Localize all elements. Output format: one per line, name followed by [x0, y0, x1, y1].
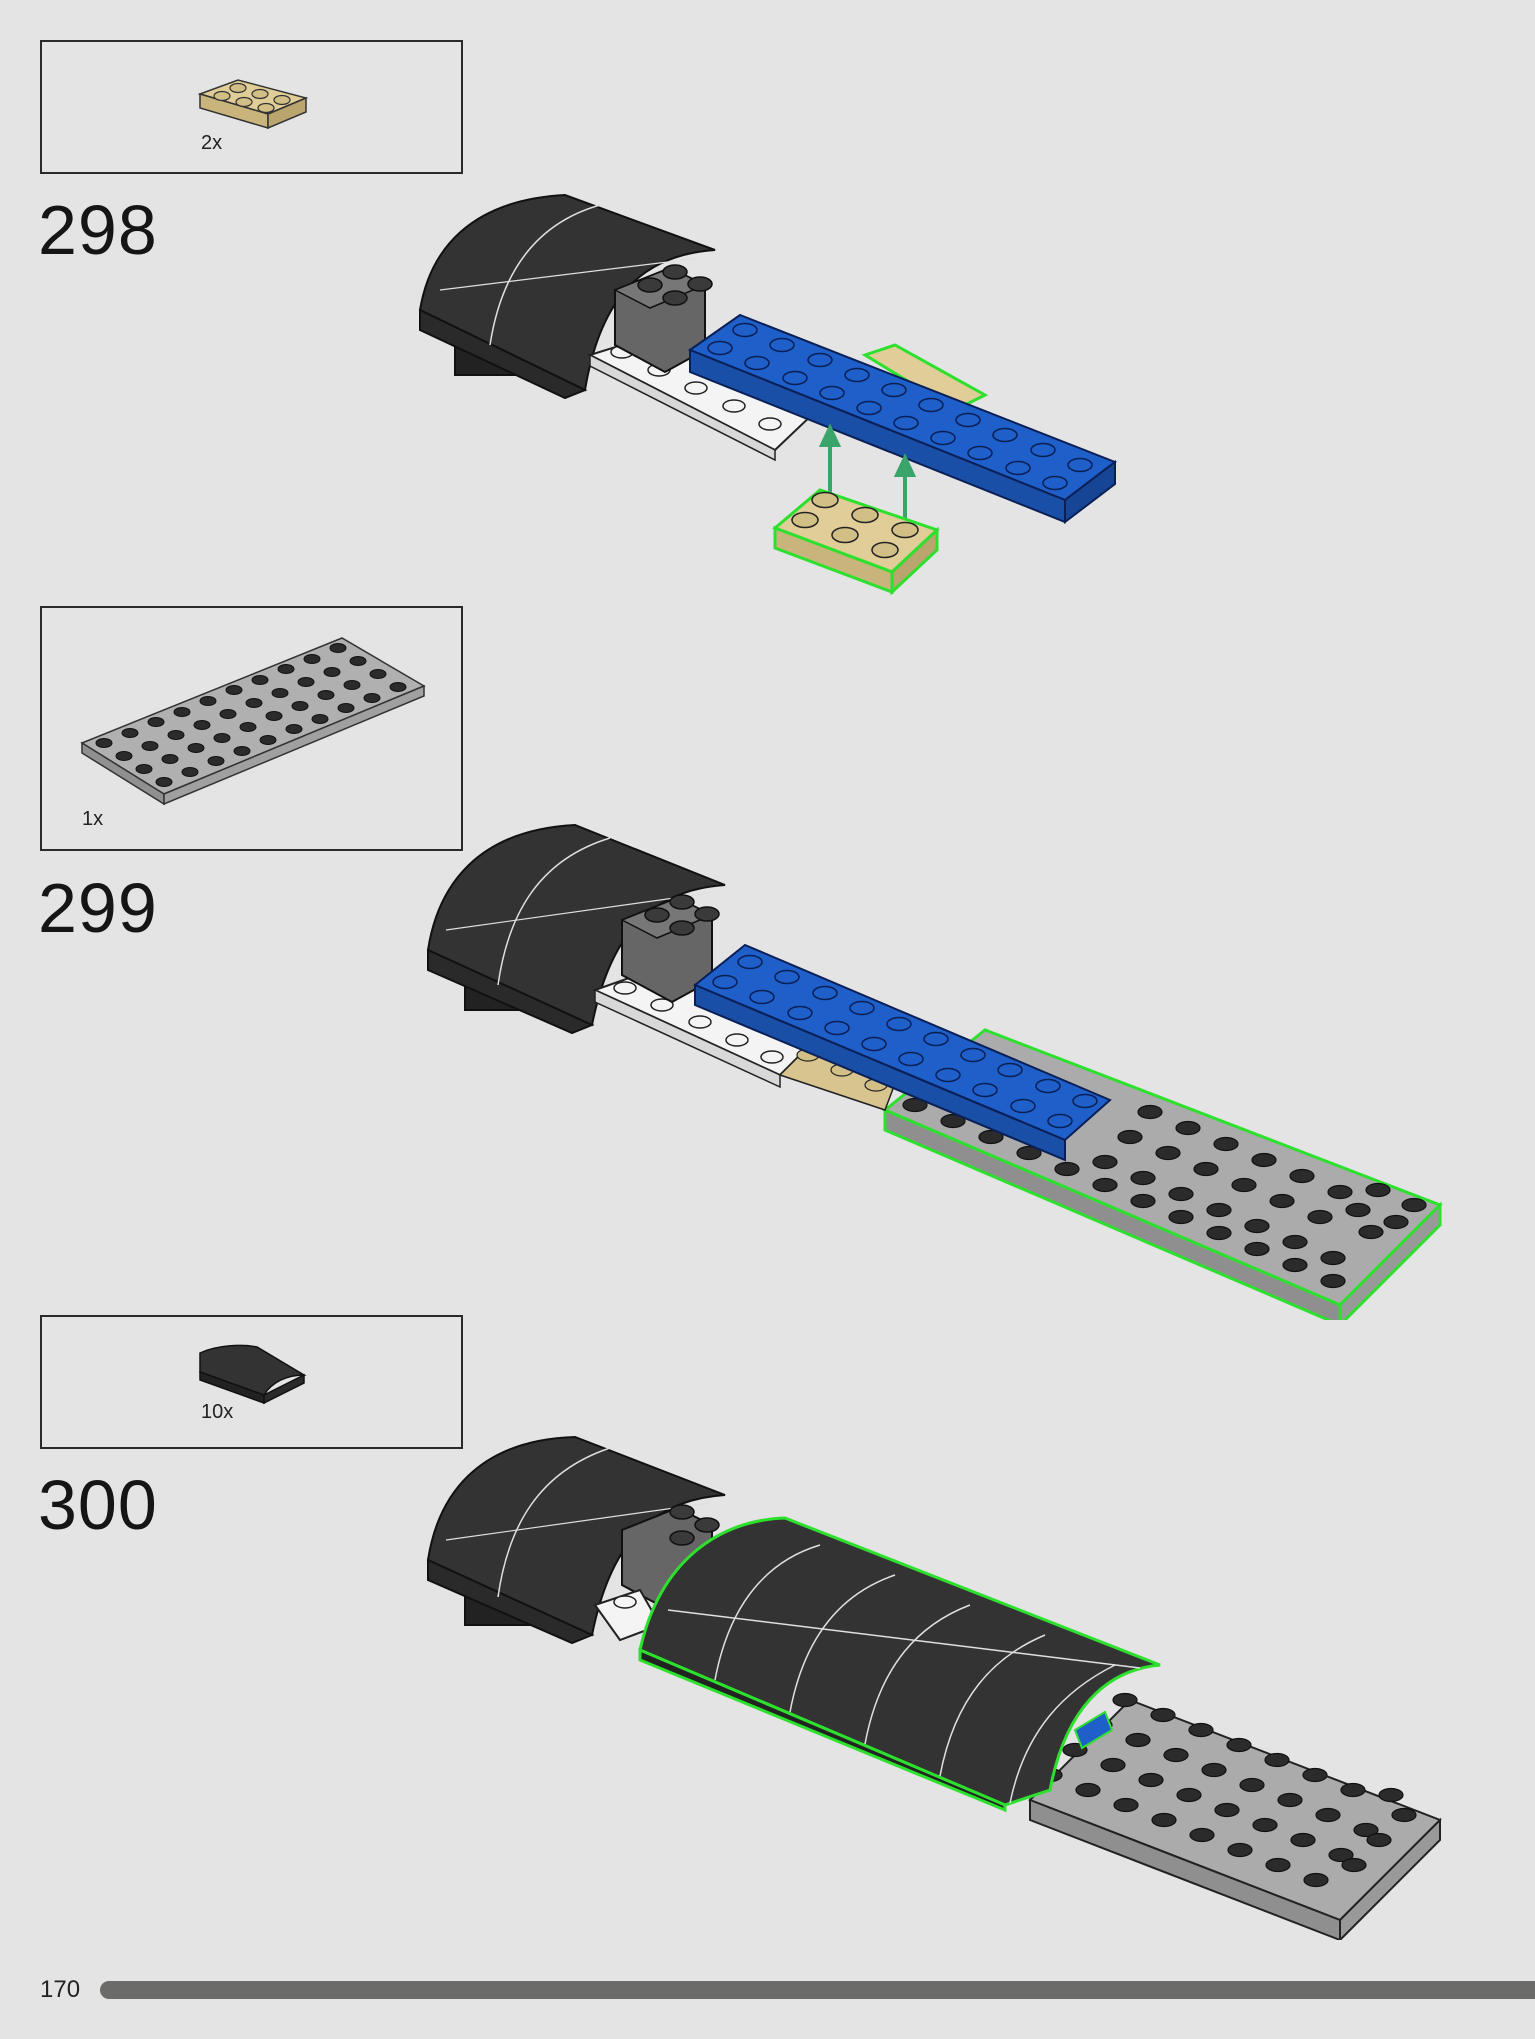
assembly-scene-step-299	[426, 823, 1443, 1320]
step-number: 298	[38, 191, 158, 269]
part-quantity: 10x	[201, 1401, 234, 1423]
assembly-scene-step-300	[426, 1435, 1442, 1940]
part-quantity: 1x	[82, 808, 104, 830]
parts-callout-step-299: 1x	[40, 606, 463, 851]
page-number: 170	[40, 1976, 81, 2003]
part-gray-plate-icon	[80, 637, 426, 806]
assembly-arrow	[818, 423, 917, 525]
step-number: 299	[38, 869, 158, 947]
step-number: 300	[38, 1466, 158, 1544]
part-curved-slope-icon	[199, 1344, 307, 1405]
part-tan-plate-icon	[197, 79, 309, 130]
parts-callout-step-298: 2x	[40, 40, 463, 174]
assembly-scene-step-298	[418, 193, 1118, 596]
part-quantity: 2x	[201, 132, 223, 154]
page-progress-bar	[100, 1981, 1535, 1999]
parts-callout-step-300: 10x	[40, 1315, 463, 1449]
